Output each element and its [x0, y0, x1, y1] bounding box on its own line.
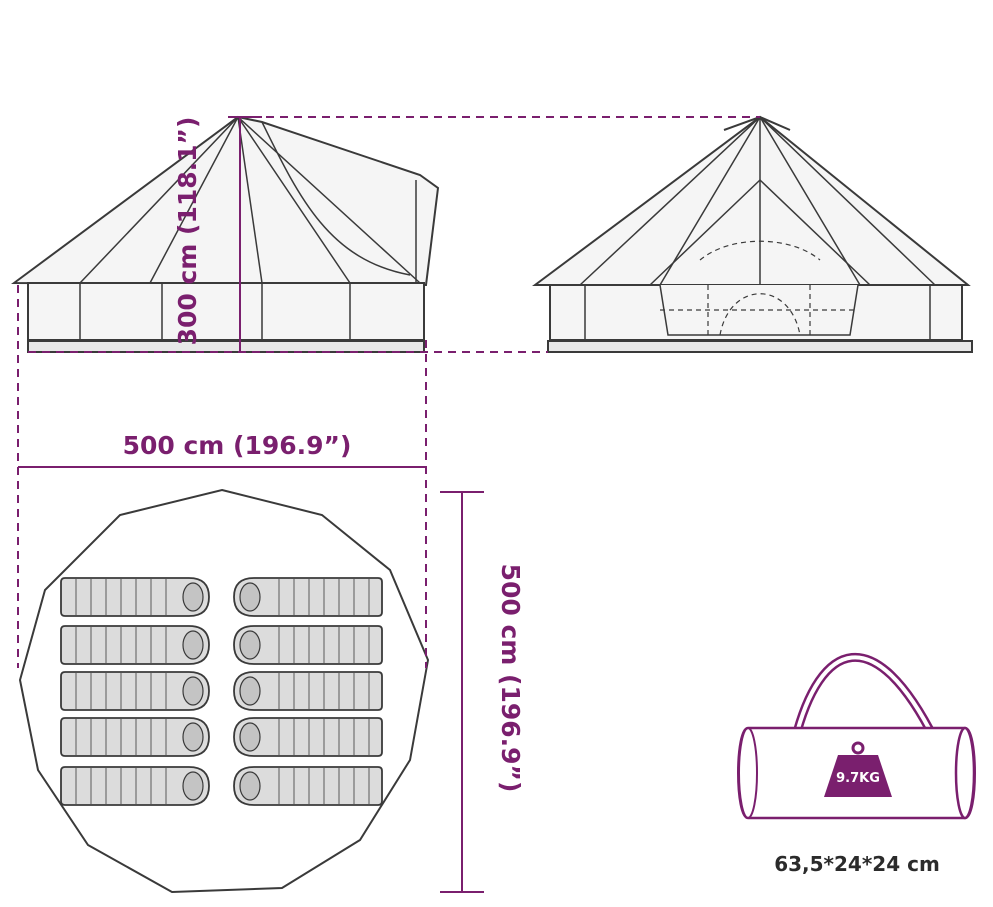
sleeping-bag [60, 577, 210, 617]
width-label: 500 cm (196.9”) [123, 431, 352, 460]
sleeping-bag [233, 766, 383, 806]
sleeping-bag [60, 766, 210, 806]
bag-weight-label: 9.7KG [836, 771, 880, 786]
tent-front-roof [531, 115, 971, 286]
dimension-guides [17, 116, 760, 893]
sleeping-bag [60, 671, 210, 711]
sleeping-bag [60, 625, 210, 665]
bag-size-label: 63,5*24*24 cm [774, 852, 940, 876]
depth-label: 500 cm (196.9”) [496, 564, 525, 793]
tent-floor-plan [18, 488, 430, 894]
sleeping-bag [233, 577, 383, 617]
sleeping-bags-right [233, 577, 383, 806]
sleeping-bag [233, 671, 383, 711]
sleeping-bag [233, 717, 383, 757]
tent-side-roof [10, 115, 440, 287]
sleeping-bags-left [60, 577, 210, 806]
tent-side-view [10, 115, 440, 353]
height-label: 300 cm (118.1”) [173, 117, 202, 346]
sleeping-bag [60, 717, 210, 757]
tent-front-view [531, 115, 973, 353]
tent-side-wall [27, 282, 425, 341]
carry-bag: 9.7KG [737, 653, 976, 820]
sleeping-bag [233, 625, 383, 665]
weight-icon [824, 741, 892, 797]
